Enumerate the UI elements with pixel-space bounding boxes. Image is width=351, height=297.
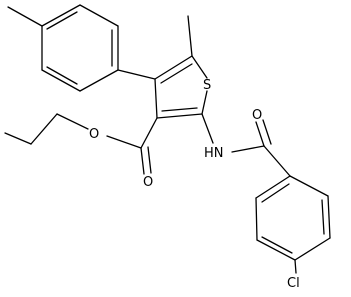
nh-label: HN: [204, 146, 224, 161]
bond-chlorophenyl-inner-3: [261, 183, 290, 203]
bond-tolyl-inner-2: [46, 66, 78, 85]
bond-chlorophenyl-inner-1: [321, 199, 325, 235]
bond-c5-nh: [201, 113, 214, 144]
bond-ester-carbonyl-2: [147, 146, 152, 174]
bond-propyl-2: [30, 113, 58, 145]
bond-tolyl-inner-3: [46, 11, 78, 30]
chlorine-label: Cl: [287, 276, 300, 291]
bond-carbonyl-aryl: [263, 145, 291, 177]
bond-tolyl-4: [41, 69, 81, 92]
bond-c2-ester-carbon: [140, 117, 158, 149]
bond-c-cl: [294, 259, 297, 274]
sulfur-label: S: [203, 78, 211, 93]
amide-oxygen-label: O: [252, 108, 262, 123]
bond-thiophene-c3-c4-inner: [160, 63, 193, 84]
bond-propyl-3: [4, 132, 32, 145]
bond-o-propyl-1: [56, 113, 89, 130]
bond-chlorophenyl-1: [289, 175, 329, 197]
bond-chlorophenyl-6: [255, 175, 291, 199]
bond-chlorophenyl-5: [255, 197, 258, 241]
atom-labels: S HN O O O Cl: [89, 78, 300, 291]
bond-amide-c-o-2: [262, 119, 272, 145]
bond-thiophene-c5-c2-inner: [161, 107, 198, 112]
bond-tolyl-3: [79, 69, 119, 92]
bond-thiophene-c4-s: [191, 55, 208, 79]
bond-ester-carbonyl: [140, 147, 145, 175]
bond-nh-carbonyl: [231, 145, 265, 153]
bond-tolyl-thiophene: [117, 69, 156, 80]
bond-thiophene-s-c5: [201, 90, 208, 115]
bond-amide-c-o: [255, 121, 265, 147]
bond-chlorophenyl-4: [256, 239, 296, 261]
bond-chlorophenyl-3: [294, 237, 331, 261]
bond-chlorophenyl-inner-2: [261, 236, 293, 254]
bond-tolyl-1: [79, 4, 119, 27]
bond-thiophene-c3-c4: [154, 55, 193, 80]
bond-chlorophenyl-2: [327, 195, 331, 239]
bond-tolyl-methyl: [7, 6, 43, 27]
bond-thiophene-c2-c3: [154, 78, 158, 119]
bond-ester-to-o: [106, 135, 142, 149]
bonds: [4, 4, 331, 274]
bond-tolyl-6: [41, 4, 81, 27]
bond-thiophene-methyl: [187, 15, 193, 57]
ester-alkoxy-oxygen-label: O: [89, 127, 99, 142]
bond-thiophene-c5-c2: [156, 113, 203, 119]
ester-carbonyl-oxygen-label: O: [143, 175, 153, 190]
